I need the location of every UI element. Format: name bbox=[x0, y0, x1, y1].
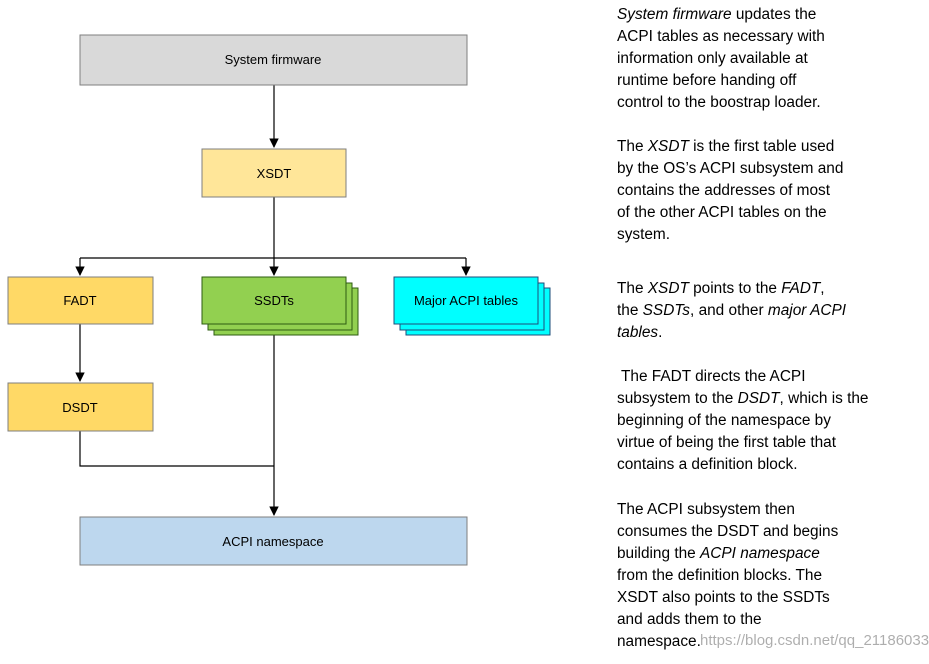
node-xsdt: XSDT bbox=[201, 148, 347, 198]
term-major-acpi: major ACPI bbox=[767, 302, 847, 319]
desc-text: . bbox=[658, 324, 663, 341]
node-dsdt: DSDT bbox=[7, 382, 154, 432]
desc-text: beginning of the namespace by bbox=[617, 412, 831, 429]
node-ssdts: SSDTs bbox=[201, 276, 359, 336]
desc-text: , which is the bbox=[779, 390, 869, 407]
fadt-label: FADT bbox=[63, 293, 96, 308]
term-system-firmware: System firmware bbox=[617, 6, 732, 23]
desc-text: , and other bbox=[690, 302, 768, 319]
term-tables: tables bbox=[617, 324, 659, 341]
ssdts-label: SSDTs bbox=[254, 293, 294, 308]
desc-text: contains a definition block. bbox=[617, 456, 798, 473]
desc-text: control to the boostrap loader. bbox=[617, 94, 821, 111]
system-firmware-label: System firmware bbox=[225, 52, 322, 67]
desc-text: from the definition blocks. The bbox=[617, 567, 823, 584]
desc-text: and adds them to the bbox=[617, 611, 762, 628]
desc-text: The bbox=[617, 138, 648, 155]
description-xsdt-pointers: The XSDT points to the FADT, the SSDTs, a… bbox=[617, 278, 901, 344]
description-xsdt: The XSDT is the first table used by the O… bbox=[617, 136, 901, 246]
desc-text: updates the bbox=[731, 6, 817, 23]
desc-text: contains the addresses of most bbox=[617, 182, 831, 199]
watermark: https://blog.csdn.net/qq_21186033 bbox=[700, 632, 929, 649]
node-acpi-namespace: ACPI namespace bbox=[79, 516, 468, 566]
dsdt-label: DSDT bbox=[62, 400, 97, 415]
term-xsdt: XSDT bbox=[647, 138, 689, 155]
desc-text: of the other ACPI tables on the bbox=[617, 204, 827, 221]
desc-text: , bbox=[820, 280, 825, 297]
line-dsdt-to-merge bbox=[79, 431, 274, 467]
major-tables-box bbox=[393, 276, 539, 325]
node-major-acpi-tables: Major ACPI tables bbox=[393, 276, 551, 336]
desc-text: information only available at bbox=[617, 50, 808, 67]
acpi-namespace-box bbox=[79, 516, 468, 566]
desc-text: subsystem to the bbox=[617, 390, 738, 407]
node-fadt: FADT bbox=[7, 276, 154, 325]
desc-text: by the OS’s ACPI subsystem and bbox=[617, 160, 844, 177]
ssdts-box bbox=[201, 276, 347, 325]
fadt-box bbox=[7, 276, 154, 325]
desc-text: The bbox=[617, 280, 648, 297]
description-namespace: The ACPI subsystem then consumes the DSDT… bbox=[617, 499, 901, 653]
desc-text: namespace. bbox=[617, 633, 701, 650]
acpi-namespace-label: ACPI namespace bbox=[222, 534, 323, 549]
dsdt-box bbox=[7, 382, 154, 432]
desc-text: consumes the DSDT and begins bbox=[617, 523, 839, 540]
connectors bbox=[75, 85, 471, 516]
xsdt-label: XSDT bbox=[257, 166, 292, 181]
term-acpi-namespace: ACPI namespace bbox=[700, 545, 820, 562]
term-dsdt: DSDT bbox=[737, 390, 780, 407]
desc-text: The FADT directs the ACPI bbox=[617, 368, 806, 385]
desc-text: virtue of being the first table that bbox=[617, 434, 837, 451]
term-fadt: FADT bbox=[781, 280, 821, 297]
node-system-firmware: System firmware bbox=[79, 34, 468, 86]
desc-text: ACPI tables as necessary with bbox=[617, 28, 825, 45]
desc-text: runtime before handing off bbox=[617, 72, 797, 89]
major-tables-label: Major ACPI tables bbox=[414, 293, 519, 308]
term-ssdts: SSDTs bbox=[642, 302, 691, 319]
system-firmware-box bbox=[79, 34, 468, 86]
desc-text: The ACPI subsystem then bbox=[617, 501, 795, 518]
term-xsdt: XSDT bbox=[647, 280, 689, 297]
desc-text: system. bbox=[617, 226, 671, 243]
acpi-table-diagram: System firmware XSDT FADT SSDTs Major AC… bbox=[7, 34, 551, 566]
desc-text: the bbox=[617, 302, 643, 319]
desc-text: building the bbox=[617, 545, 701, 562]
desc-text: points to the bbox=[688, 280, 782, 297]
desc-text: is the first table used bbox=[688, 138, 835, 155]
description-fadt: The FADT directs the ACPI subsystem to th… bbox=[617, 366, 901, 476]
desc-text: XSDT also points to the SSDTs bbox=[617, 589, 830, 606]
xsdt-box bbox=[201, 148, 347, 198]
